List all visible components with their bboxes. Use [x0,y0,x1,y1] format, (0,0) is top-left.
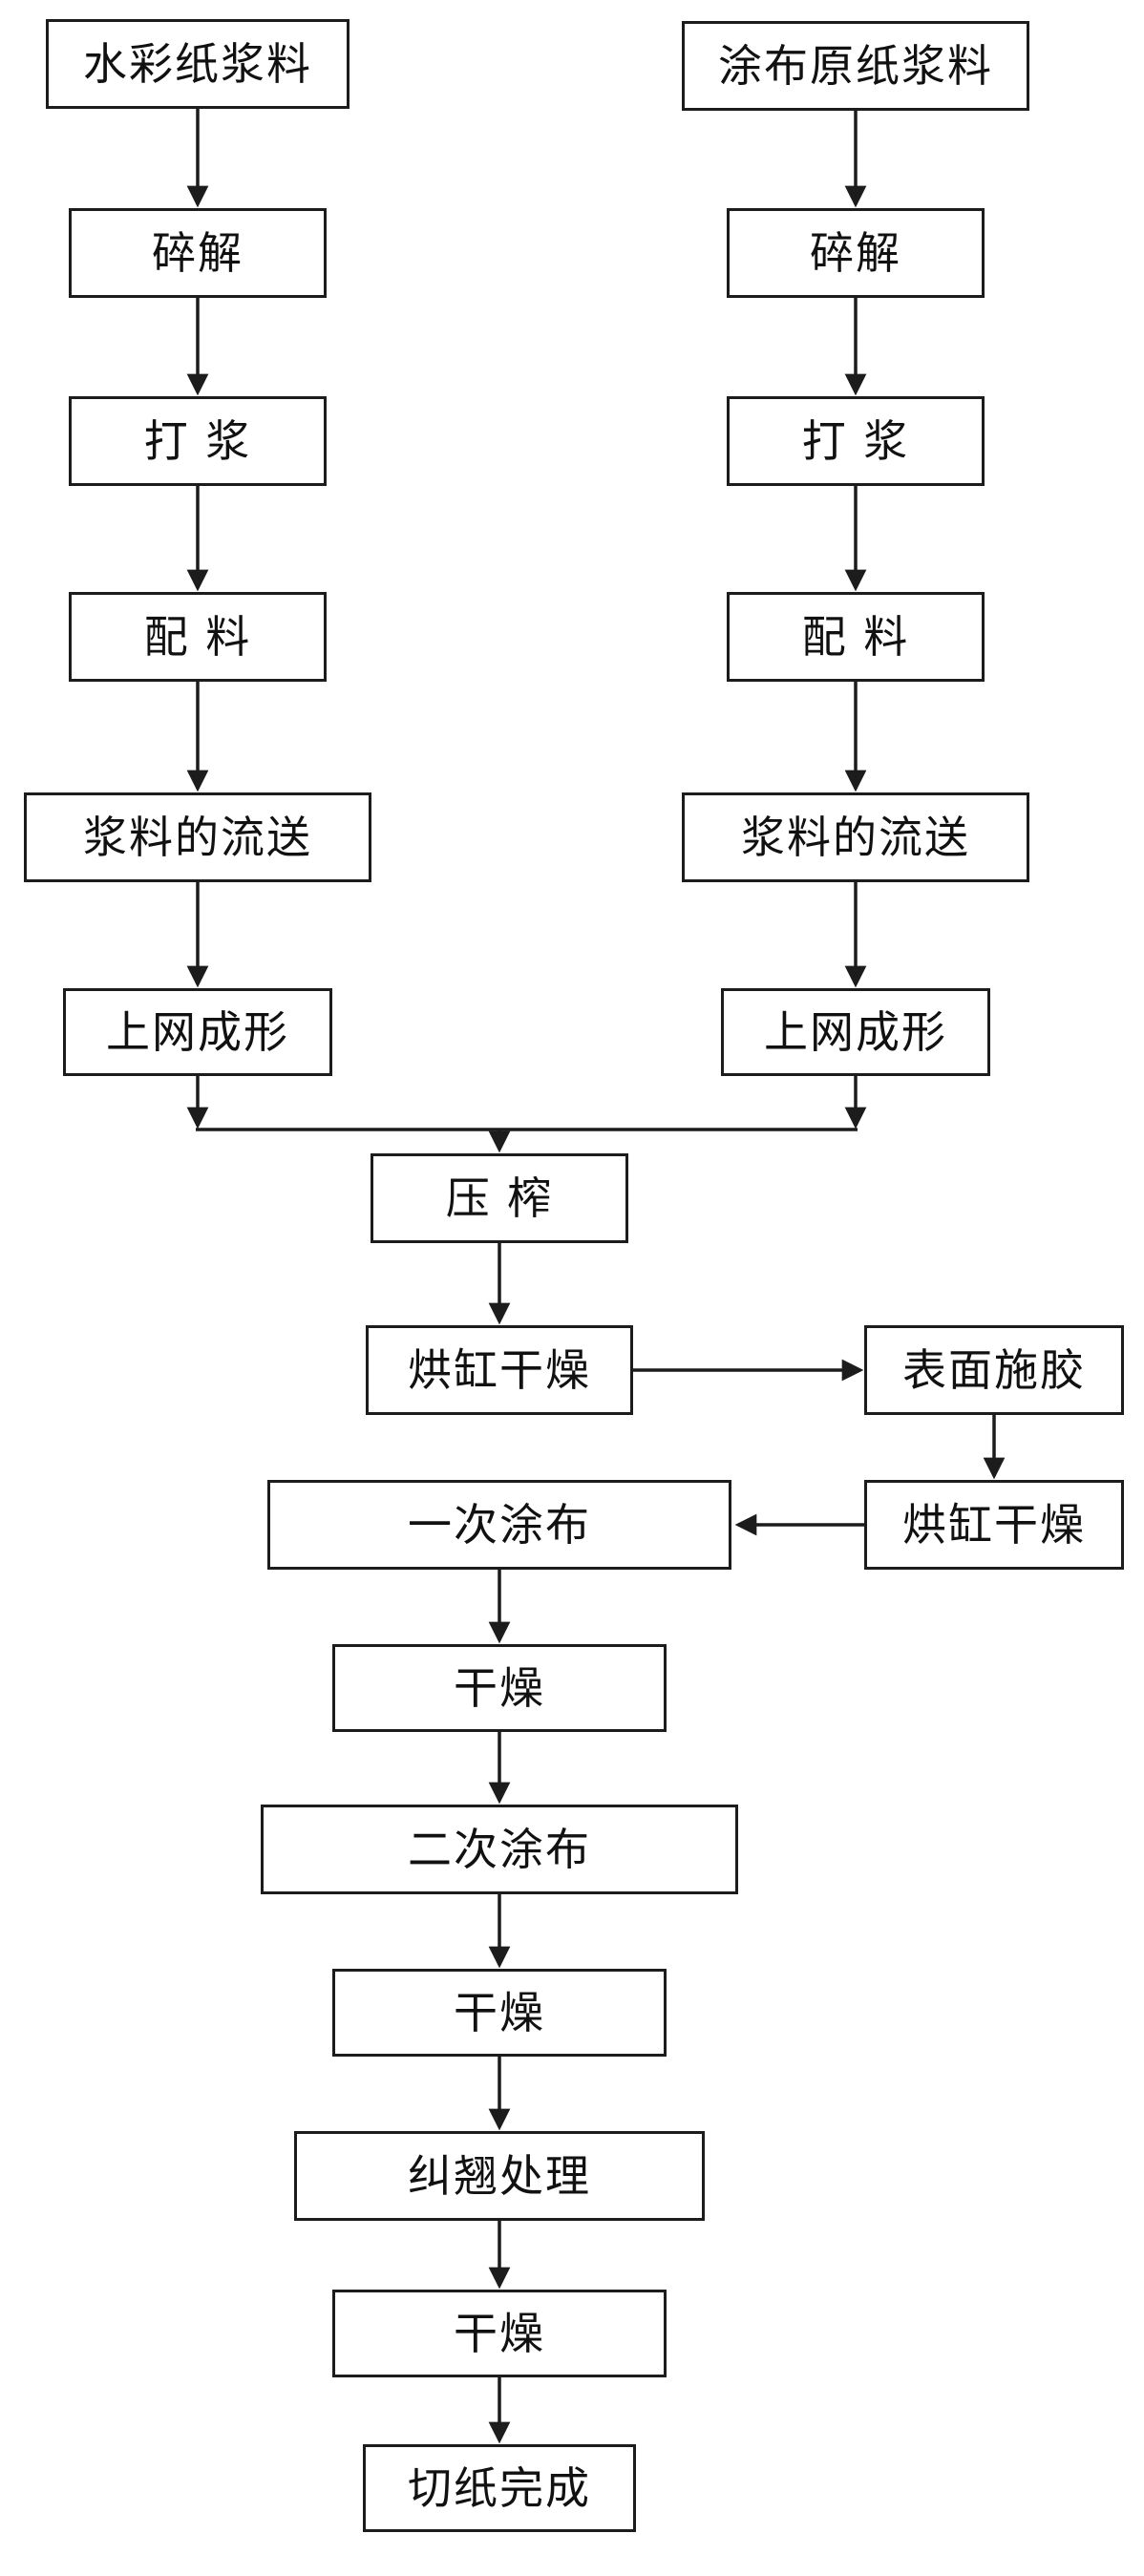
step-left-flow: 浆料的流送 [24,792,371,882]
step-label: 干燥 [454,1662,545,1714]
step-left-beating: 打 浆 [69,396,327,486]
step-label: 压 榨 [445,1172,554,1224]
step-label: 涂布原纸浆料 [718,40,993,92]
step-label: 碎解 [152,227,244,279]
step-right-crush: 碎解 [727,208,985,298]
step-label: 切纸完成 [408,2462,591,2514]
step-label: 纠翘处理 [408,2150,591,2202]
step-cylinder-drying-2: 烘缸干燥 [864,1480,1124,1570]
step-label: 水彩纸浆料 [83,38,312,90]
step-label: 二次涂布 [408,1824,591,1875]
step-label: 干燥 [454,1987,545,2038]
step-label: 打 浆 [801,415,910,467]
step-label: 配 料 [143,611,252,663]
step-right-beating: 打 浆 [727,396,985,486]
step-label: 一次涂布 [408,1499,591,1551]
step-drying-1: 干燥 [332,1644,667,1732]
step-curl-correction: 纠翘处理 [294,2131,705,2221]
step-cylinder-drying-1: 烘缸干燥 [366,1325,633,1415]
step-press: 压 榨 [371,1153,628,1243]
step-label: 烘缸干燥 [902,1499,1086,1551]
step-label: 配 料 [801,611,910,663]
step-first-coating: 一次涂布 [267,1480,731,1570]
step-left-batching: 配 料 [69,592,327,682]
step-label: 碎解 [810,227,901,279]
step-right-batching: 配 料 [727,592,985,682]
step-left-crush: 碎解 [69,208,327,298]
step-label: 浆料的流送 [741,812,970,863]
step-drying-2: 干燥 [332,1969,667,2057]
step-surface-sizing: 表面施胶 [864,1325,1124,1415]
step-label: 浆料的流送 [83,812,312,863]
step-second-coating: 二次涂布 [261,1805,738,1894]
step-cutting-complete: 切纸完成 [363,2444,636,2532]
step-label: 打 浆 [143,415,252,467]
step-right-forming: 上网成形 [721,988,990,1076]
step-label: 上网成形 [106,1006,289,1058]
step-right-flow: 浆料的流送 [682,792,1029,882]
step-left-forming: 上网成形 [63,988,332,1076]
step-label: 表面施胶 [902,1344,1086,1396]
step-drying-3: 干燥 [332,2290,667,2377]
step-label: 干燥 [454,2308,545,2359]
step-label: 上网成形 [764,1006,947,1058]
step-left-source: 水彩纸浆料 [46,19,350,109]
step-label: 烘缸干燥 [408,1344,591,1396]
step-right-source: 涂布原纸浆料 [682,21,1029,111]
